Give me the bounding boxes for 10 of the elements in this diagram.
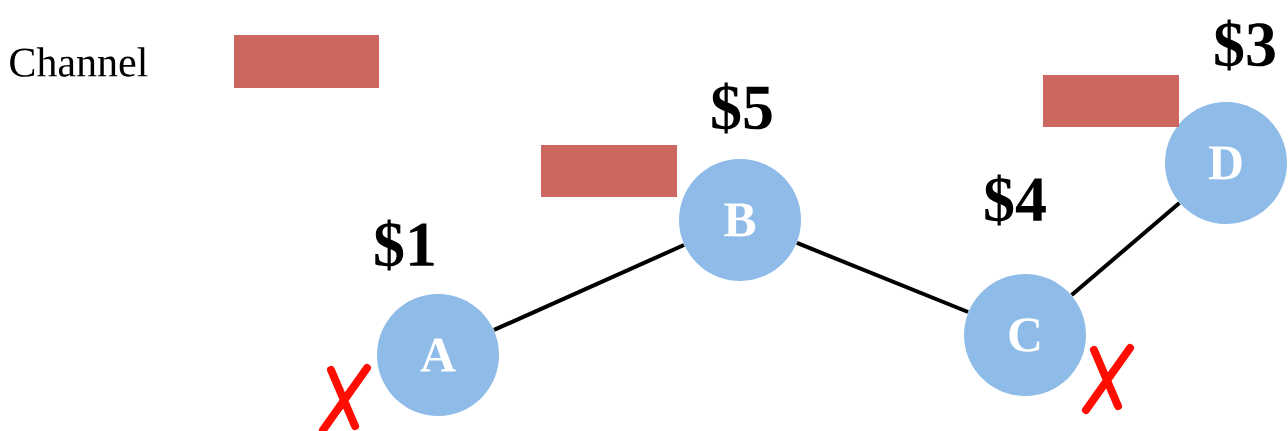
connector-line: [493, 243, 685, 332]
price-label: $5: [712, 82, 772, 134]
channel-bar: [541, 145, 677, 197]
channel-bar: [1043, 75, 1179, 127]
price-label: $3: [1215, 19, 1275, 71]
price-label: $4: [985, 174, 1046, 226]
price-label: $1: [375, 219, 434, 271]
legend-label: Channel: [10, 47, 148, 77]
connector-line: [796, 241, 969, 314]
connector-line: [1070, 201, 1181, 297]
